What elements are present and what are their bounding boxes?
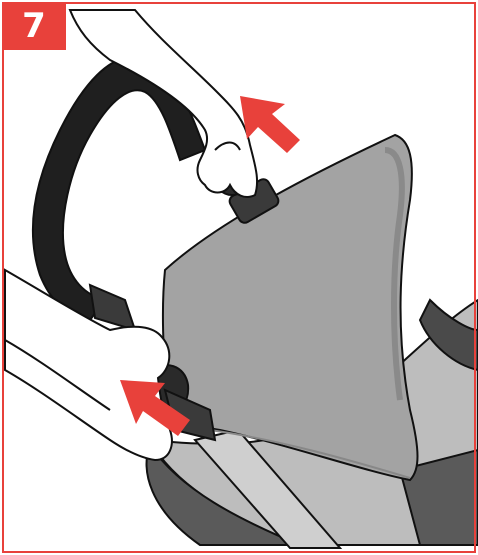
step-number-badge: 7 bbox=[2, 2, 66, 50]
